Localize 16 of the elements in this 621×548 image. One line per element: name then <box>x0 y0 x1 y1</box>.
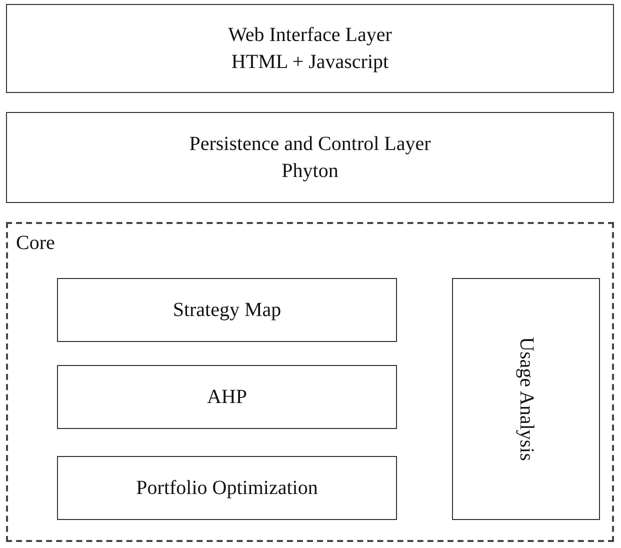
module-box <box>452 278 600 520</box>
box-title: Strategy Map <box>172 298 282 322</box>
box-title: Persistence and Control Layer <box>189 132 431 156</box>
module-box <box>57 278 397 342</box>
box-title: Portfolio Optimization <box>136 476 318 500</box>
box-title: Usage Analysis <box>514 337 538 461</box>
box-subtitle: Phyton <box>282 158 338 184</box>
group-container <box>6 222 614 542</box>
box-subtitle: HTML + Javascript <box>231 50 389 74</box>
group-label: Core <box>16 231 55 256</box>
box-title: Web Interface Layer <box>228 22 392 48</box>
layer-box <box>6 112 614 203</box>
box-title: AHP <box>206 384 247 410</box>
module-box <box>57 365 397 429</box>
module-box <box>57 456 397 520</box>
layer-box <box>6 4 614 93</box>
